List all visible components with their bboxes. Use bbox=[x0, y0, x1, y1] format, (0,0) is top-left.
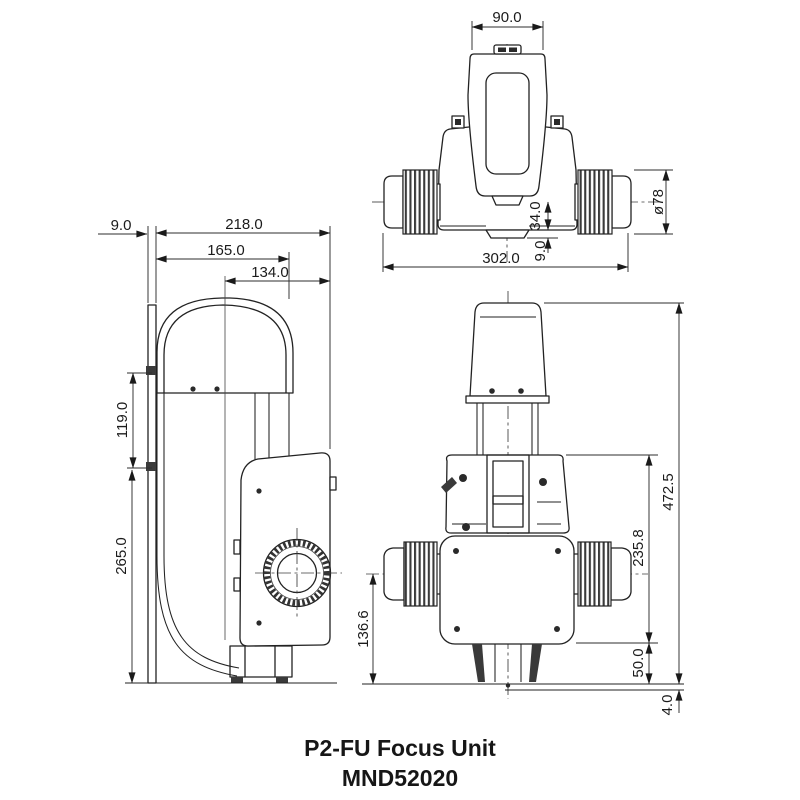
head-clip-slot bbox=[509, 47, 517, 52]
column-base-rail bbox=[229, 645, 293, 678]
head-cover-inner bbox=[163, 304, 287, 393]
dim-top-mount-offset: 34.0 bbox=[527, 201, 544, 230]
head-inner-panel bbox=[485, 72, 530, 175]
dim-side-mount-pitch: 119.0 bbox=[114, 402, 131, 438]
column-front bbox=[476, 403, 539, 455]
side-view-drawing: 9.0 218.0 165.0 134.0 119.0 265.0 bbox=[98, 216, 342, 684]
head-clip-slot bbox=[498, 47, 506, 52]
screw bbox=[554, 626, 560, 632]
dim-front-base-height: 50.0 bbox=[630, 648, 647, 677]
focus-knob-right-cap bbox=[610, 547, 632, 601]
head-cap-lip bbox=[465, 395, 550, 404]
dim-side-body-depth: 134.0 bbox=[251, 264, 289, 281]
title-block: P2-FU Focus Unit MND52020 bbox=[304, 735, 496, 791]
tail-rails bbox=[494, 644, 522, 682]
screw bbox=[539, 478, 547, 486]
slide-frame-outer bbox=[486, 454, 530, 534]
body-plate-front bbox=[439, 535, 575, 645]
column-edge bbox=[156, 393, 165, 556]
upper-cover-front bbox=[445, 454, 570, 534]
focus-knob-right-cap bbox=[611, 175, 632, 229]
dim-top-foot-offset: 9.0 bbox=[532, 241, 549, 262]
base-foot bbox=[276, 677, 288, 683]
screw bbox=[454, 626, 460, 632]
focus-knob-right bbox=[577, 169, 613, 235]
product-title: P2-FU Focus Unit bbox=[304, 735, 496, 761]
dim-top-head-width: 90.0 bbox=[492, 9, 521, 26]
dim-front-overall-height: 472.5 bbox=[660, 473, 677, 511]
top-view-drawing: 90.0 ø78 34.0 9.0 302.0 bbox=[372, 9, 673, 272]
dim-side-plate-thickness: 9.0 bbox=[111, 217, 132, 234]
head-outline bbox=[467, 53, 548, 197]
screw bbox=[256, 488, 262, 494]
focus-knob-left bbox=[403, 541, 438, 607]
mount-plate-tab bbox=[146, 462, 156, 471]
focus-knob-right bbox=[577, 541, 612, 607]
base-foot bbox=[485, 229, 530, 239]
cover-shelf-lines bbox=[452, 501, 561, 525]
dim-side-head-depth: 165.0 bbox=[207, 242, 245, 259]
tail-leg bbox=[472, 644, 485, 682]
tail-leg bbox=[529, 644, 542, 682]
screw bbox=[489, 388, 495, 394]
dim-side-overall-depth: 218.0 bbox=[225, 216, 263, 233]
dim-side-mount-height: 265.0 bbox=[113, 537, 130, 575]
screw bbox=[459, 474, 467, 482]
body-side-tab bbox=[329, 476, 337, 491]
screw bbox=[518, 388, 524, 394]
body-side-lug bbox=[233, 539, 241, 555]
column-sweep bbox=[156, 555, 240, 677]
screw bbox=[190, 386, 196, 392]
product-model-number: MND52020 bbox=[342, 765, 458, 791]
screw bbox=[462, 523, 470, 531]
screw bbox=[555, 548, 561, 554]
screw bbox=[453, 548, 459, 554]
extension-line bbox=[147, 226, 331, 449]
mount-plate-tab bbox=[146, 366, 156, 375]
screw bbox=[256, 620, 262, 626]
front-view-drawing: 472.5 235.8 50.0 4.0 136.6 bbox=[355, 291, 684, 715]
head-cap-front bbox=[469, 302, 547, 397]
dim-front-foot-height: 4.0 bbox=[659, 695, 676, 716]
focus-knob-left bbox=[402, 169, 438, 235]
dim-front-body-height: 235.8 bbox=[630, 529, 647, 567]
slide-frame-inner bbox=[492, 460, 524, 528]
head-foot bbox=[491, 195, 524, 206]
cover-vent bbox=[441, 477, 457, 493]
mount-tab-slot bbox=[455, 119, 461, 125]
body-side-lug bbox=[233, 577, 241, 592]
dim-front-knob-axis-height: 136.6 bbox=[355, 610, 372, 648]
slide-frame-crossbar bbox=[492, 495, 524, 505]
centerline bbox=[255, 528, 342, 620]
mount-plate bbox=[147, 304, 157, 684]
focus-knob-left-cap bbox=[383, 547, 405, 601]
dim-top-knob-diameter: ø78 bbox=[650, 189, 667, 215]
dim-top-overall-width: 302.0 bbox=[482, 250, 520, 267]
base-foot bbox=[231, 677, 243, 683]
focus-knob-left-cap bbox=[383, 175, 404, 229]
mount-tab-slot bbox=[554, 119, 560, 125]
screw bbox=[214, 386, 220, 392]
